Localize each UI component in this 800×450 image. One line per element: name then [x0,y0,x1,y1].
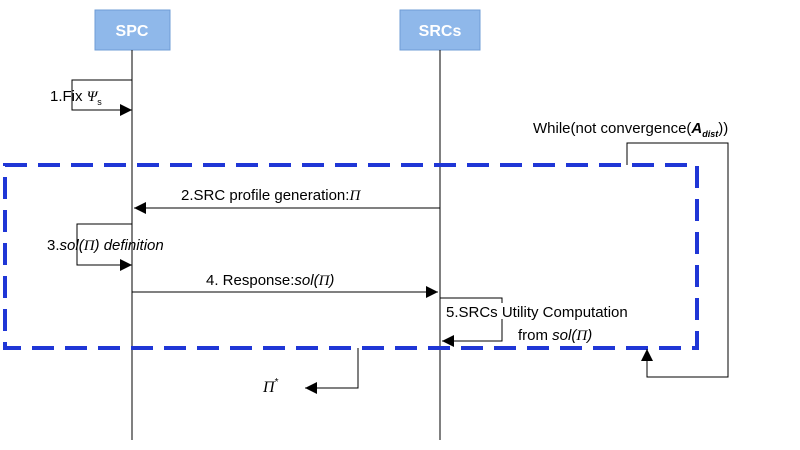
step1-arrow [71,79,132,116]
step3-label: 3.sol(Π) definition [47,237,164,254]
step5-label-line2-bg [517,326,619,343]
actor-srcs-box [399,9,481,51]
result-arrow [305,348,359,394]
result-label: Π* [262,377,279,396]
loop-back-arrow [626,142,729,378]
step2-label: 2.SRC profile generation:Π [181,187,361,204]
step5-label-line2: from sol(Π) [518,327,592,344]
step1-label: 1.Fix Ψs [50,88,102,107]
actor-spc: SPC [94,9,171,51]
loop-frame [3,163,699,350]
actor-srcs: SRCs [399,9,481,51]
step3-arrow [76,223,132,271]
step5-label-bg [444,303,688,319]
step5-arrow [440,297,503,347]
step5-label-line1: 5.SRCs Utility Computation [446,304,628,321]
actor-spc-label: SPC [116,23,149,40]
actor-spc-box [94,9,171,51]
step4-label: 4. Response:sol(Π) [206,272,334,289]
loop-condition-label: While(not convergence(Adist)) [533,120,728,139]
actor-srcs-label: SRCs [419,23,462,40]
